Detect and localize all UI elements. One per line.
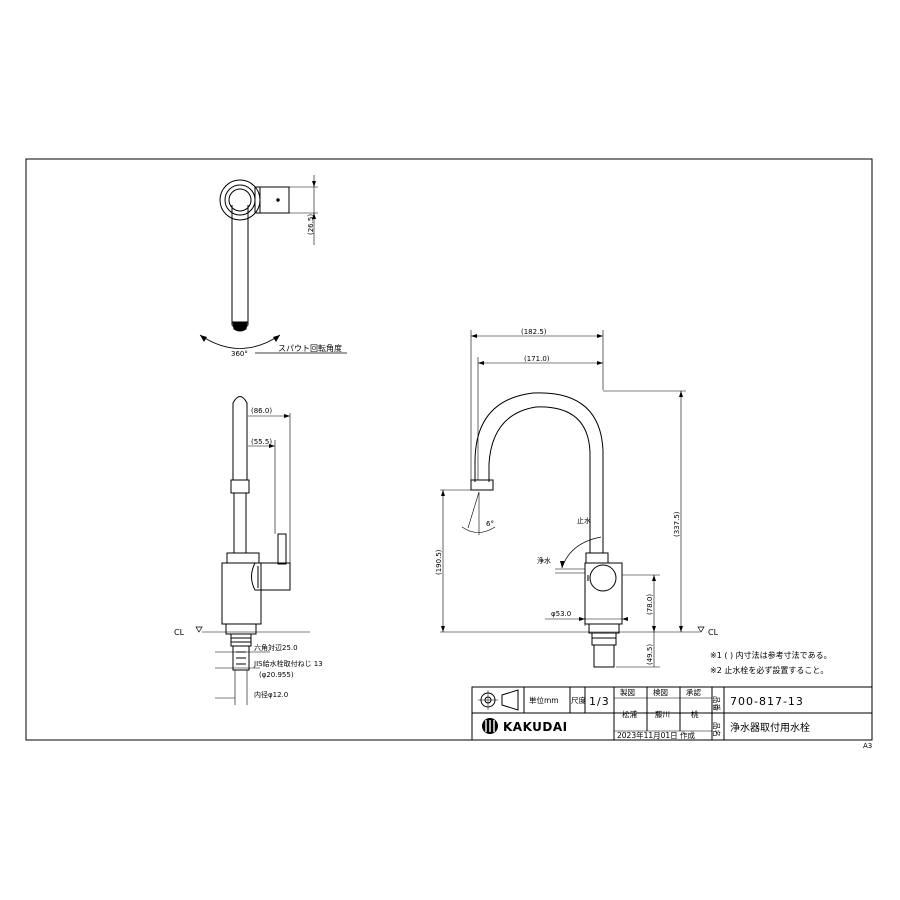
scale-value: 1/3	[589, 695, 610, 708]
side-dim-171: (171.0)	[524, 355, 550, 363]
side-view	[440, 330, 705, 668]
made-by: 松浦	[622, 709, 637, 719]
product-name: 浄水器取付用水栓	[730, 721, 810, 734]
front-dim-86: (86.0)	[251, 407, 272, 415]
paper-size: A3	[863, 742, 872, 750]
name-label: 品名	[712, 722, 722, 737]
front-hex-label: 六角対辺25.0	[254, 643, 298, 652]
front-dim-55: (55.5)	[251, 438, 272, 446]
side-stop-label: 止水	[577, 516, 591, 525]
creation-date: 2023年11月01日 作成	[617, 730, 696, 740]
projection-symbol-icon	[478, 689, 519, 711]
side-angle-6: 6°	[486, 520, 494, 528]
kakudai-logo: KAKUDAI	[482, 718, 568, 734]
top-rotation-angle: 360°	[231, 350, 248, 358]
side-dim-53: φ53.0	[551, 610, 571, 618]
side-dim-190: (190.5)	[435, 549, 443, 575]
front-jis-label: JIS給水栓取付ねじ 13	[253, 659, 323, 668]
brand-name: KAKUDAI	[503, 720, 568, 734]
note-2: ※2 止水栓を必ず設置すること。	[710, 665, 828, 675]
approved-by: 桃	[691, 709, 699, 719]
front-cl-label: CL	[174, 628, 185, 637]
part-no: 700-817-13	[730, 695, 804, 708]
side-dim-337: (337.5)	[673, 511, 681, 537]
title-block	[471, 686, 873, 741]
note-1: ※1 ( ) 内寸法は参考寸法である。	[710, 650, 832, 660]
side-water-label: 浄水	[537, 556, 551, 565]
col-check: 検図	[653, 687, 668, 697]
sheet-border	[25, 158, 873, 741]
unit-label: 単位mm	[529, 695, 559, 705]
front-inner-dia: 内径φ12.0	[254, 690, 288, 699]
front-jis-dia: (φ20.955)	[259, 671, 294, 679]
front-view	[195, 396, 310, 705]
col-approve: 承認	[686, 687, 701, 697]
side-dim-78: (78.0)	[646, 594, 654, 615]
top-rotation-caption: スパウト回転角度	[278, 343, 342, 353]
scale-label: 尺度	[571, 695, 586, 705]
checked-by: 藤川	[655, 709, 670, 719]
top-dim-width: (26.5)	[307, 214, 315, 235]
top-view	[199, 175, 347, 354]
side-cl-label: CL	[708, 628, 719, 637]
col-made: 製図	[620, 687, 635, 697]
side-dim-49: (49.5)	[646, 644, 654, 665]
side-dim-182: (182.5)	[521, 328, 547, 336]
part-no-label: 品番	[712, 696, 722, 711]
